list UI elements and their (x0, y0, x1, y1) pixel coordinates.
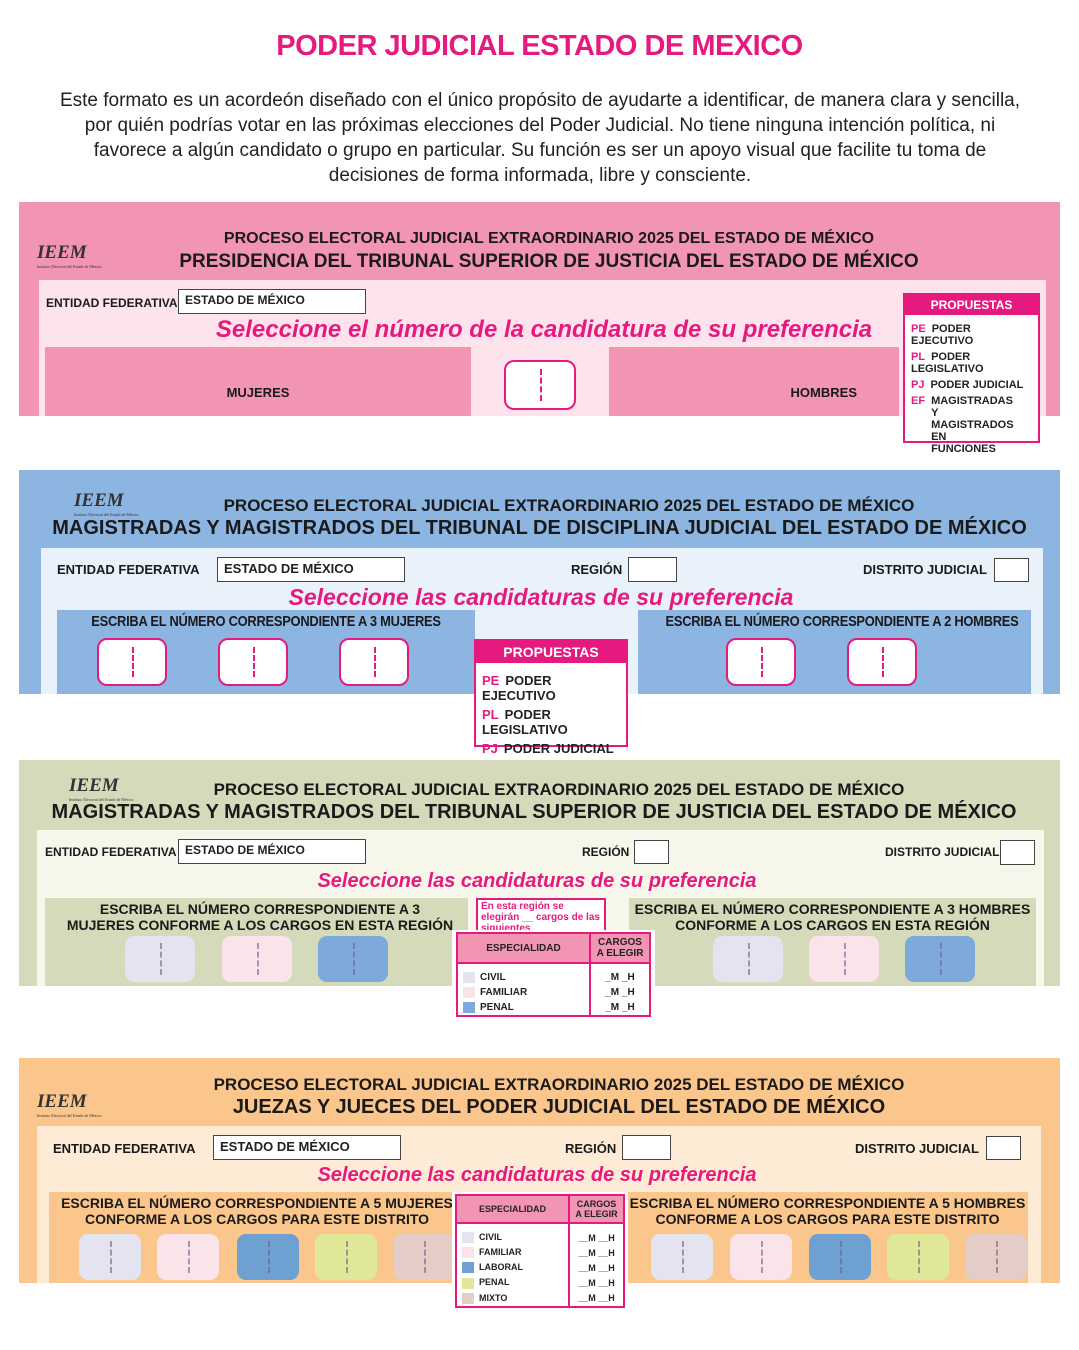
candidate-box-civil[interactable] (713, 936, 783, 982)
process-title: PROCESO ELECTORAL JUDICIAL EXTRAORDINARI… (223, 496, 915, 515)
women-label: MUJERES (226, 385, 290, 400)
candidate-box-laboral[interactable] (237, 1234, 299, 1280)
region-note: En esta región se elegirán __ cargos de … (476, 898, 606, 932)
region-field[interactable] (628, 557, 677, 582)
entidad-label: ENTIDAD FEDERATIVA (46, 296, 178, 310)
distrito-label: DISTRITO JUDICIAL (863, 562, 987, 577)
ballot-heading: MAGISTRADAS Y MAGISTRADOS DEL TRIBUNAL S… (51, 801, 1017, 823)
entidad-field: ESTADO DE MÉXICO (178, 289, 366, 314)
candidate-number-box[interactable] (218, 638, 288, 686)
candidate-box-mixto[interactable] (965, 1234, 1027, 1280)
men-label: ESCRIBA EL NÚMERO CORRESPONDIENTE A 3 HO… (634, 901, 1031, 933)
candidate-box-laboral[interactable] (809, 1234, 871, 1280)
intro-text: Este formato es un acordeón diseñado con… (59, 90, 1021, 186)
candidate-box-familiar[interactable] (730, 1234, 792, 1280)
candidate-number-box[interactable] (847, 638, 917, 686)
entidad-label: ENTIDAD FEDERATIVA (57, 562, 200, 577)
candidate-number-box[interactable] (339, 638, 409, 686)
select-instruction: Seleccione las candidaturas de su prefer… (317, 1164, 757, 1186)
entidad-field: ESTADO DE MÉXICO (217, 557, 405, 582)
candidate-box-penal[interactable] (315, 1234, 377, 1280)
distrito-label: DISTRITO JUDICIAL (885, 845, 1000, 859)
candidate-box-familiar[interactable] (809, 936, 879, 982)
candidate-box-civil[interactable] (651, 1234, 713, 1280)
entidad-label: ENTIDAD FEDERATIVA (45, 845, 177, 859)
men-label: ESCRIBA EL NÚMERO CORRESPONDIENTE A 5 HO… (629, 1195, 1026, 1227)
entidad-label: ENTIDAD FEDERATIVA (53, 1141, 196, 1156)
select-instruction: Seleccione las candidaturas de su prefer… (288, 584, 794, 610)
region-label: REGIÓN (582, 845, 630, 859)
men-label: HOMBRES (790, 385, 857, 400)
candidate-number-box[interactable] (726, 638, 796, 686)
women-label: ESCRIBA EL NÚMERO CORRESPONDIENTE A 3 MU… (66, 901, 454, 933)
region-label: REGIÓN (565, 1141, 617, 1156)
distrito-field[interactable] (994, 558, 1029, 582)
process-title: PROCESO ELECTORAL JUDICIAL EXTRAORDINARI… (223, 230, 875, 247)
ballot-heading: PRESIDENCIA DEL TRIBUNAL SUPERIOR DE JUS… (179, 251, 919, 272)
entidad-field: ESTADO DE MÉXICO (213, 1135, 401, 1160)
candidate-box-civil[interactable] (125, 936, 195, 982)
candidate-box-civil[interactable] (79, 1234, 141, 1280)
men-label: ESCRIBA EL NÚMERO CORRESPONDIENTE A 2 HO… (665, 613, 1019, 630)
candidate-box-penal[interactable] (905, 936, 975, 982)
candidate-box-familiar[interactable] (222, 936, 292, 982)
ballot-heading: MAGISTRADAS Y MAGISTRADOS DEL TRIBUNAL D… (52, 517, 1027, 539)
candidate-box-penal[interactable] (318, 936, 388, 982)
candidate-box-familiar[interactable] (157, 1234, 219, 1280)
candidate-box-mixto[interactable] (393, 1234, 455, 1280)
women-label: ESCRIBA EL NÚMERO CORRESPONDIENTE A 3 MU… (91, 613, 441, 630)
select-instruction: Seleccione el número de la candidatura d… (215, 316, 873, 343)
candidate-number-box[interactable] (504, 360, 576, 410)
entidad-field: ESTADO DE MÉXICO (178, 839, 366, 864)
distrito-label: DISTRITO JUDICIAL (855, 1141, 979, 1156)
region-label: REGIÓN (571, 562, 623, 577)
process-title: PROCESO ELECTORAL JUDICIAL EXTRAORDINARI… (213, 1075, 905, 1094)
women-label: ESCRIBA EL NÚMERO CORRESPONDIENTE A 5 MU… (61, 1195, 453, 1227)
region-field[interactable] (634, 840, 669, 864)
region-field[interactable] (622, 1135, 671, 1160)
distrito-field[interactable] (986, 1136, 1021, 1160)
select-instruction: Seleccione las candidaturas de su prefer… (317, 870, 757, 892)
process-title: PROCESO ELECTORAL JUDICIAL EXTRAORDINARI… (213, 780, 905, 799)
candidate-number-box[interactable] (97, 638, 167, 686)
candidate-box-penal[interactable] (887, 1234, 949, 1280)
distrito-field[interactable] (1000, 840, 1035, 865)
ballot-heading: JUEZAS Y JUECES DEL PODER JUDICIAL DEL E… (232, 1096, 886, 1118)
page-title: PODER JUDICIAL ESTADO DE MEXICO (276, 30, 803, 62)
